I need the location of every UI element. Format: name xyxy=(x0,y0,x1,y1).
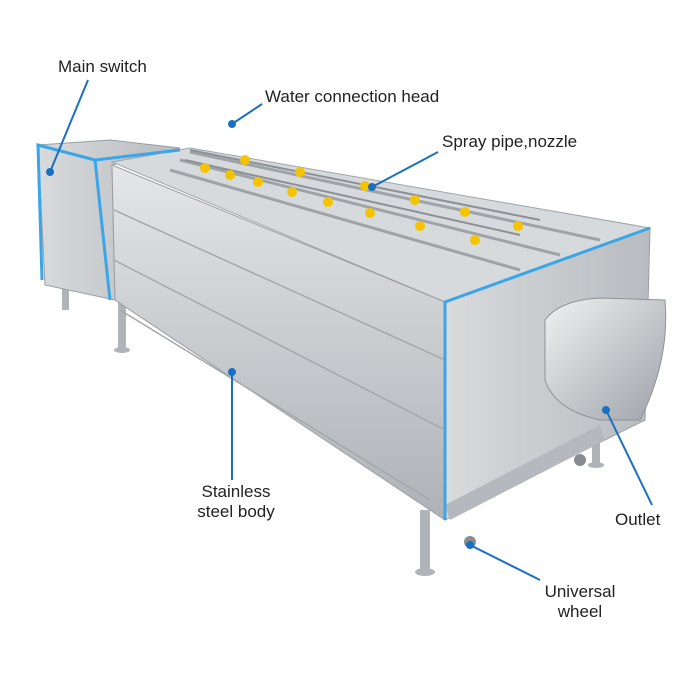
brush-rollers xyxy=(169,150,601,272)
label-line: steel body xyxy=(197,502,275,521)
legs xyxy=(62,280,604,576)
label-main-switch: Main switch xyxy=(58,57,147,76)
bottom-frame xyxy=(445,425,605,520)
nozzles xyxy=(200,155,523,245)
leader-lines xyxy=(46,79,653,581)
label-spray-pipe-nozzle: Spray pipe,nozzle xyxy=(442,132,578,151)
label-universal-wheel: Universal wheel xyxy=(530,582,630,622)
outlet-chute xyxy=(544,297,667,421)
body-panel-lines xyxy=(113,209,446,501)
label-stainless-steel-body: Stainless steel body xyxy=(186,482,286,522)
edge-highlights xyxy=(36,143,651,520)
label-line: wheel xyxy=(557,602,603,621)
label-water-connection-head: Water connection head xyxy=(265,87,440,106)
label-outlet: Outlet xyxy=(615,510,661,529)
label-line: Stainless xyxy=(201,482,271,501)
label-line: Universal xyxy=(544,582,616,601)
